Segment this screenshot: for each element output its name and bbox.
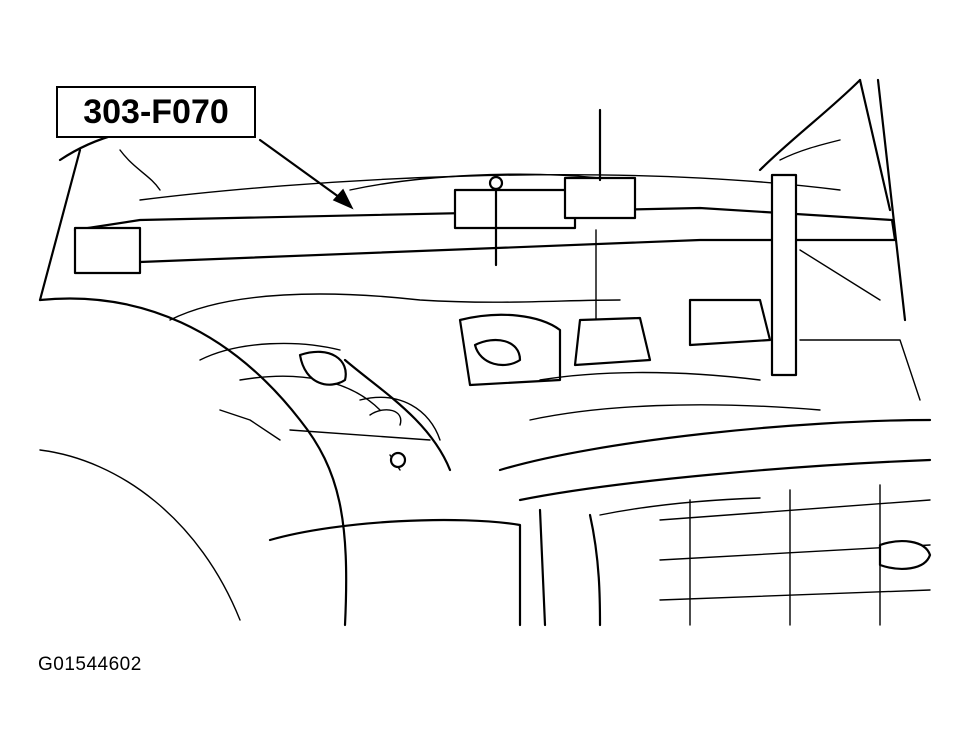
tool-support-leg xyxy=(770,173,798,377)
support-bar-tool xyxy=(73,108,897,377)
tool-center-bracket xyxy=(453,188,577,230)
tool-end-block xyxy=(73,226,142,275)
tool-callout-label: 303-F070 xyxy=(56,86,256,138)
figure-id: G01544602 xyxy=(38,654,142,675)
raised-hood xyxy=(38,78,907,322)
grille-emblem xyxy=(878,540,932,570)
left-fender xyxy=(38,297,522,627)
front-grille xyxy=(498,418,932,627)
engine-components xyxy=(169,293,921,472)
tool-adjuster-block xyxy=(563,176,637,220)
callout-leader xyxy=(258,138,354,210)
